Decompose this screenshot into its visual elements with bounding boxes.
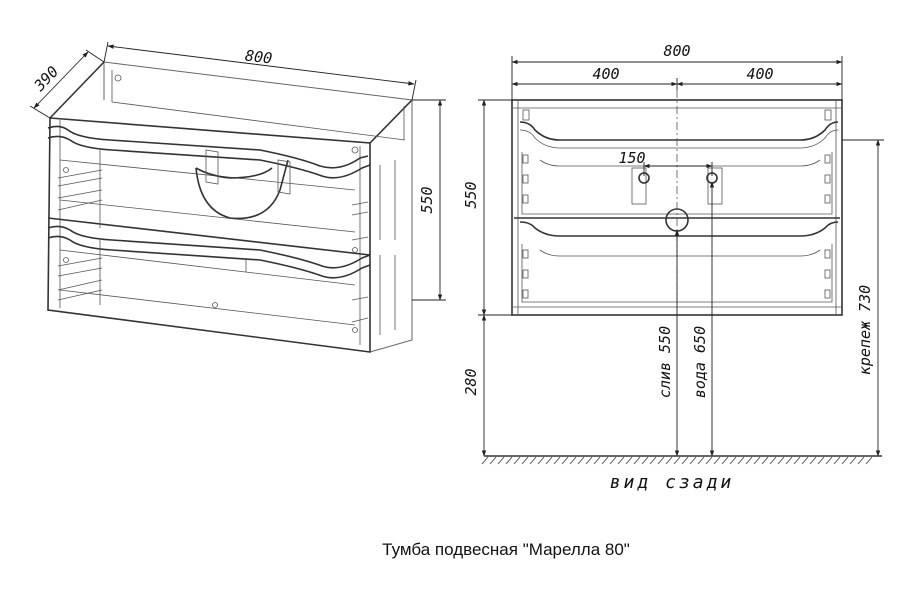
mount-height-dim: крепеж 730 [856,285,874,375]
rear-view: 800 400 400 150 550 280 слив 550 вода 65… [462,42,884,493]
floor-gap-dim: 280 [462,368,480,395]
water-height-dim: вода 650 [691,326,709,398]
isometric-view: 800 390 550 [29,41,446,353]
view-label: вид сзади [610,472,735,493]
iso-height-dim: 550 [418,186,436,213]
pipe-spacing-dim: 150 [618,149,645,167]
floor-hatch [481,456,873,465]
rear-left-half-dim: 400 [592,65,619,83]
rear-total-width-dim: 800 [663,42,690,60]
drawing-caption: Тумба подвесная "Марелла 80" [382,540,630,559]
drain-height-dim: слив 550 [656,326,674,398]
rear-height-dim: 550 [462,181,480,208]
iso-width-dim: 800 [244,46,273,67]
rear-right-half-dim: 400 [746,65,773,83]
iso-depth-dim: 390 [30,63,62,96]
